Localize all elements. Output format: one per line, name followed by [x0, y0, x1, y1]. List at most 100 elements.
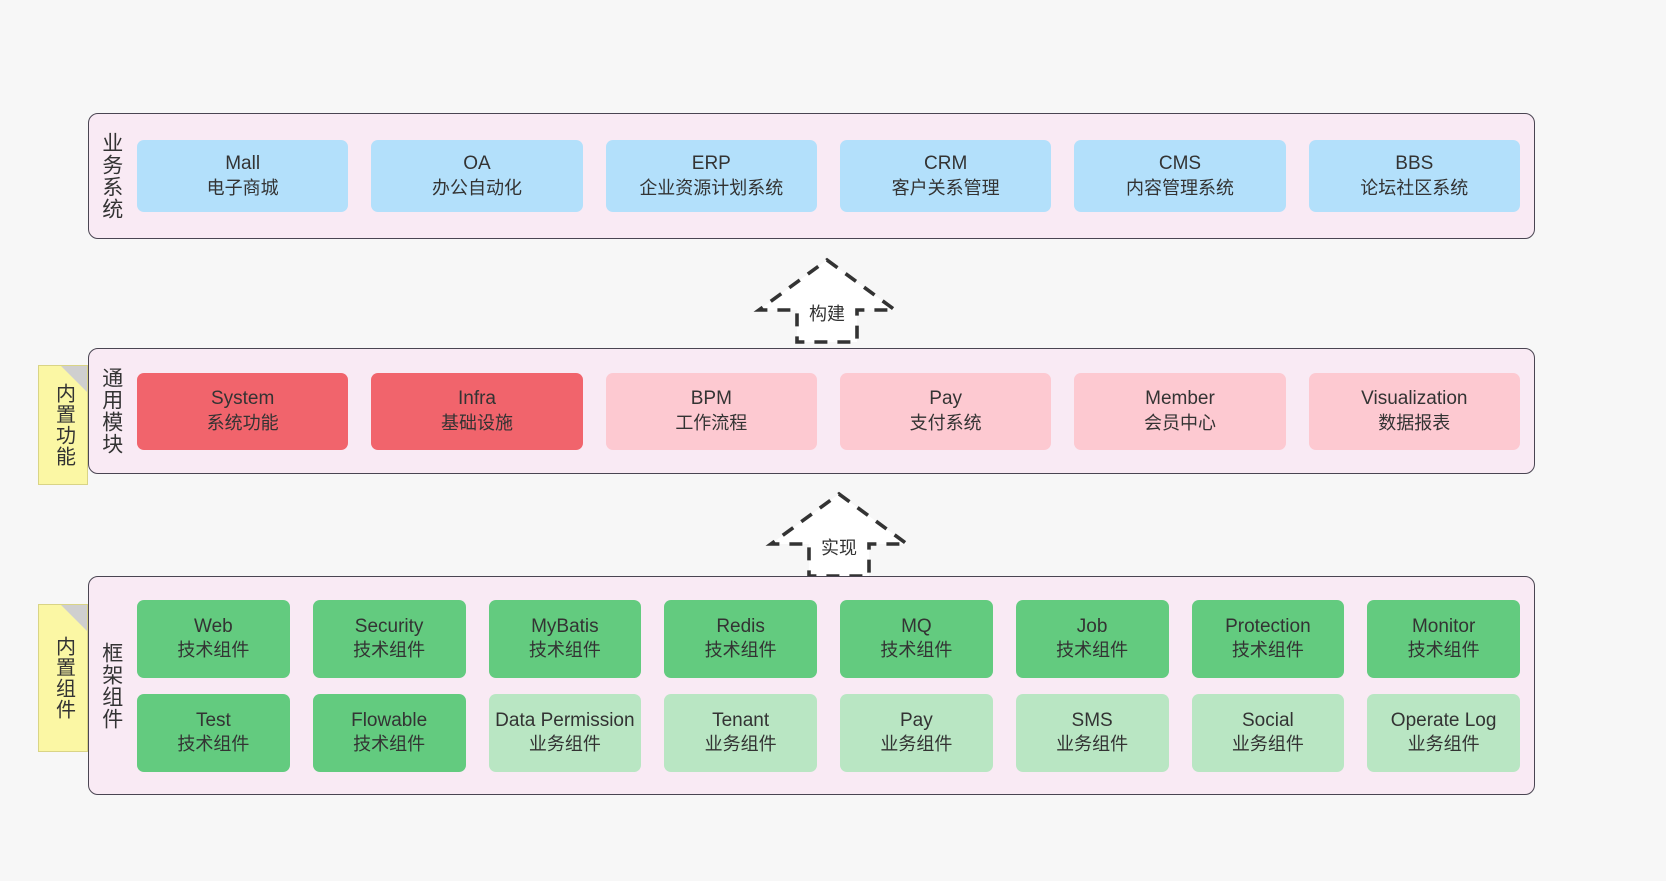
common-card-bpm[interactable]: BPM 工作流程	[605, 372, 817, 450]
card-desc: 业务组件	[1231, 734, 1304, 755]
common-card-system[interactable]: System 系统功能	[137, 372, 349, 450]
framework-card-flowable[interactable]: Flowable 技术组件	[312, 693, 466, 772]
business-card-oa[interactable]: OA 办公自动化	[371, 140, 583, 212]
card-desc: 内容管理系统	[1125, 177, 1234, 198]
card-desc: 业务组件	[880, 734, 953, 755]
card-desc: 技术组件	[704, 640, 777, 661]
common-card-infra[interactable]: Infra 基础设施	[371, 372, 583, 450]
card-desc: 支付系统	[909, 412, 982, 433]
framework-card-pay[interactable]: Pay 业务组件	[840, 693, 993, 772]
card-desc: 技术组件	[1056, 640, 1129, 661]
framework-card-monitor[interactable]: Monitor 技术组件	[1367, 599, 1520, 678]
card-name: ERP	[691, 153, 731, 175]
card-name: Social	[1242, 709, 1294, 731]
card-name: Test	[195, 709, 231, 731]
card-desc: 业务组件	[1056, 734, 1129, 755]
card-name: Job	[1076, 615, 1108, 637]
card-desc: 工作流程	[675, 412, 748, 433]
card-desc: 业务组件	[528, 734, 601, 755]
card-name: Security	[354, 615, 424, 637]
layer-framework-title: 框架组件	[99, 641, 123, 730]
card-name: Member	[1145, 388, 1215, 410]
card-name: Mall	[225, 153, 261, 175]
sticky-note-builtin-components: 内置组件	[38, 604, 88, 752]
card-desc: 业务组件	[1407, 734, 1480, 755]
layer-common-title: 通用模块	[99, 367, 123, 455]
card-desc: 技术组件	[353, 640, 426, 661]
card-desc: 技术组件	[353, 734, 426, 755]
card-desc: 论坛社区系统	[1360, 177, 1469, 198]
layer-framework-components: 框架组件 Web 技术组件 Security 技术组件 MyBatis 技术组件…	[88, 576, 1535, 795]
sticky-note-builtin-functions: 内置功能	[38, 365, 88, 485]
connector-build-arrow: 构建	[753, 257, 901, 344]
framework-card-redis[interactable]: Redis 技术组件	[664, 599, 817, 678]
card-name: Tenant	[712, 709, 770, 731]
framework-card-test[interactable]: Test 技术组件	[137, 693, 290, 772]
card-name: Monitor	[1411, 615, 1476, 637]
common-card-visualization[interactable]: Visualization 数据报表	[1308, 372, 1520, 450]
common-card-member[interactable]: Member 会员中心	[1074, 372, 1286, 450]
layer-business-title: 业务系统	[99, 132, 123, 220]
hollow-arrow-up-icon	[765, 491, 913, 578]
business-card-erp[interactable]: ERP 企业资源计划系统	[605, 140, 817, 212]
framework-card-tenant[interactable]: Tenant 业务组件	[664, 693, 817, 772]
card-name: System	[210, 388, 275, 410]
card-name: MQ	[901, 615, 932, 637]
card-name: Pay	[900, 709, 933, 731]
card-name: OA	[463, 153, 491, 175]
framework-row-technical: Web 技术组件 Security 技术组件 MyBatis 技术组件 Redi…	[137, 599, 1520, 678]
framework-card-mq[interactable]: MQ 技术组件	[840, 599, 993, 678]
card-desc: 数据报表	[1378, 412, 1451, 433]
framework-card-social[interactable]: Social 业务组件	[1191, 693, 1345, 772]
layer-business-body: Mall 电子商城 OA 办公自动化 ERP 企业资源计划系统 CRM 客户关系…	[133, 114, 1534, 238]
card-name: BPM	[690, 388, 732, 410]
card-name: Protection	[1225, 615, 1311, 637]
card-name: Operate Log	[1390, 709, 1497, 731]
card-name: BBS	[1395, 153, 1434, 175]
framework-card-job[interactable]: Job 技术组件	[1015, 599, 1169, 678]
connector-realize-arrow: 实现	[765, 491, 913, 578]
card-desc: 客户关系管理	[891, 177, 1000, 198]
card-desc: 系统功能	[206, 412, 279, 433]
card-desc: 技术组件	[528, 640, 601, 661]
card-name: Visualization	[1361, 388, 1468, 410]
framework-card-web[interactable]: Web 技术组件	[137, 599, 290, 678]
card-desc: 企业资源计划系统	[639, 177, 784, 198]
card-desc: 会员中心	[1143, 412, 1216, 433]
framework-row-business: Test 技术组件 Flowable 技术组件 Data Permission …	[137, 693, 1520, 772]
common-row: System 系统功能 Infra 基础设施 BPM 工作流程 Pay 支付系统…	[137, 372, 1520, 450]
framework-card-mybatis[interactable]: MyBatis 技术组件	[488, 599, 642, 678]
card-name: Infra	[457, 388, 496, 410]
card-name: CRM	[924, 153, 968, 175]
common-card-pay[interactable]: Pay 支付系统	[839, 372, 1052, 450]
business-card-bbs[interactable]: BBS 论坛社区系统	[1308, 140, 1520, 212]
card-desc: 技术组件	[1407, 640, 1480, 661]
framework-card-sms[interactable]: SMS 业务组件	[1015, 693, 1169, 772]
card-desc: 技术组件	[177, 734, 250, 755]
card-name: Data Permission	[495, 709, 635, 731]
card-desc: 技术组件	[1231, 640, 1304, 661]
framework-card-security[interactable]: Security 技术组件	[312, 599, 466, 678]
card-desc: 技术组件	[880, 640, 953, 661]
card-desc: 办公自动化	[431, 177, 522, 198]
layer-framework-body: Web 技术组件 Security 技术组件 MyBatis 技术组件 Redi…	[133, 577, 1534, 794]
card-desc: 业务组件	[704, 734, 777, 755]
hollow-arrow-up-icon	[753, 257, 901, 344]
card-name: Redis	[716, 615, 765, 637]
business-card-mall[interactable]: Mall 电子商城	[137, 140, 349, 212]
business-card-cms[interactable]: CMS 内容管理系统	[1074, 140, 1286, 212]
framework-card-protection[interactable]: Protection 技术组件	[1191, 599, 1345, 678]
card-name: Flowable	[351, 709, 428, 731]
card-desc: 电子商城	[206, 177, 279, 198]
card-desc: 基础设施	[440, 412, 513, 433]
layer-common-body: System 系统功能 Infra 基础设施 BPM 工作流程 Pay 支付系统…	[133, 349, 1534, 473]
business-card-crm[interactable]: CRM 客户关系管理	[839, 140, 1052, 212]
card-name: CMS	[1158, 153, 1202, 175]
framework-card-data-permission[interactable]: Data Permission 业务组件	[488, 693, 642, 772]
framework-card-operate-log[interactable]: Operate Log 业务组件	[1367, 693, 1520, 772]
layer-common-modules: 通用模块 System 系统功能 Infra 基础设施 BPM 工作流程 Pay…	[88, 348, 1535, 474]
card-name: SMS	[1071, 709, 1113, 731]
card-name: Web	[194, 615, 233, 637]
card-name: Pay	[929, 388, 963, 410]
